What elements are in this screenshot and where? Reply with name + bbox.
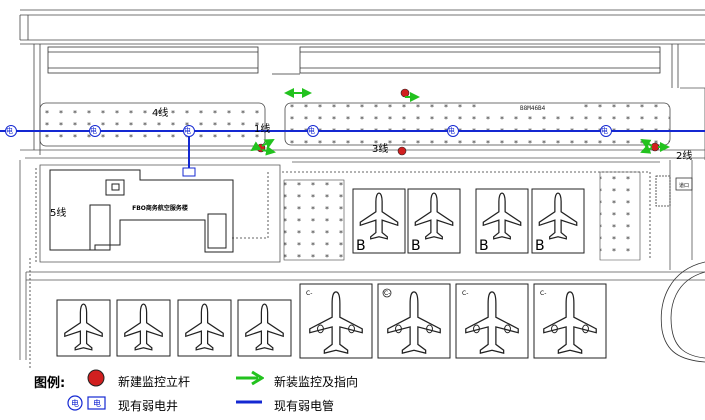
fbo-building <box>49 169 234 253</box>
small-stand-marks: C- C- C- C- <box>306 290 546 297</box>
arrow-icon <box>250 141 262 152</box>
stand-mark-2: B <box>411 238 421 254</box>
stand-b-3 <box>475 188 529 254</box>
legend-well-glyph-box: 电 <box>93 399 101 408</box>
apron-label: B8M46B4 <box>520 105 546 112</box>
stand-b-4 <box>531 188 585 254</box>
legend-existing-pipe: 现有弱电管 <box>274 399 335 413</box>
arrow-icon <box>261 145 276 156</box>
stand-marks: B B B B <box>356 238 545 254</box>
stand-row-bottom-small <box>56 299 292 357</box>
stand-mark-4: B <box>535 238 545 254</box>
line-label-3: 3线 <box>372 144 389 155</box>
hangar-roofs <box>47 46 661 75</box>
existing-pipe <box>0 130 705 170</box>
well-glyph: 电 <box>601 127 608 135</box>
line-label-1: 1线 <box>254 124 271 135</box>
well-icon <box>183 125 195 137</box>
fence <box>29 168 651 368</box>
boundary-lines <box>19 9 705 155</box>
well-glyph: 电 <box>184 127 191 135</box>
grass-block-north-east <box>284 102 671 146</box>
legend-well-glyph: 电 <box>71 399 79 408</box>
stand-row-bottom-large <box>299 283 607 359</box>
building-label: FBO商务航空服务楼 <box>132 204 188 212</box>
line-label-2: 2线 <box>676 151 693 162</box>
legend-new-pole: 新建监控立杆 <box>118 375 191 389</box>
right-structures <box>655 175 705 363</box>
well-glyph: 电 <box>308 127 315 135</box>
pole-icon <box>397 146 407 156</box>
well-icon <box>5 125 17 137</box>
well-glyph: 电 <box>448 127 455 135</box>
well-icon <box>447 125 459 137</box>
pole-icon <box>650 142 660 152</box>
well-glyph: 电 <box>6 127 13 135</box>
legend-new-camera: 新装监控及指向 <box>274 375 359 389</box>
legend-pole-icon <box>87 369 105 387</box>
grass-block-apron-east <box>599 171 641 261</box>
legend-pipe-icon <box>236 400 262 404</box>
existing-wells <box>5 125 612 177</box>
small-stand-mark-3: C- <box>462 290 468 297</box>
camera-arrows <box>250 88 670 156</box>
legend-well-icon <box>67 395 106 411</box>
well-icon <box>182 167 196 177</box>
well-icon <box>600 125 612 137</box>
legend-title: 图例: <box>34 376 66 391</box>
legend-arrow-icon <box>236 370 264 386</box>
well-icon <box>307 125 319 137</box>
well-icon <box>89 125 101 137</box>
stand-row-b <box>352 188 585 254</box>
well-glyph: 电 <box>90 127 97 135</box>
road-lines <box>19 87 705 360</box>
stand-mark-3: B <box>479 238 489 254</box>
line-label-5: 5线 <box>50 208 67 219</box>
small-stand-mark-1: C- <box>306 290 312 297</box>
stand-mark-1: B <box>356 238 366 254</box>
small-stand-mark-2: C- <box>384 290 390 297</box>
legend-existing-well: 现有弱电井 <box>118 399 179 413</box>
stand-b-1 <box>352 188 406 254</box>
stand-b-2 <box>407 188 461 254</box>
small-stand-mark-4: C- <box>540 290 546 297</box>
pole-icon <box>400 88 410 98</box>
arrow-icon <box>261 139 275 149</box>
grass-block-apron-west <box>283 179 345 261</box>
line-label-4: 4线 <box>152 108 169 119</box>
arrow-icon <box>640 144 653 154</box>
gate-label: 道口 <box>679 182 689 189</box>
